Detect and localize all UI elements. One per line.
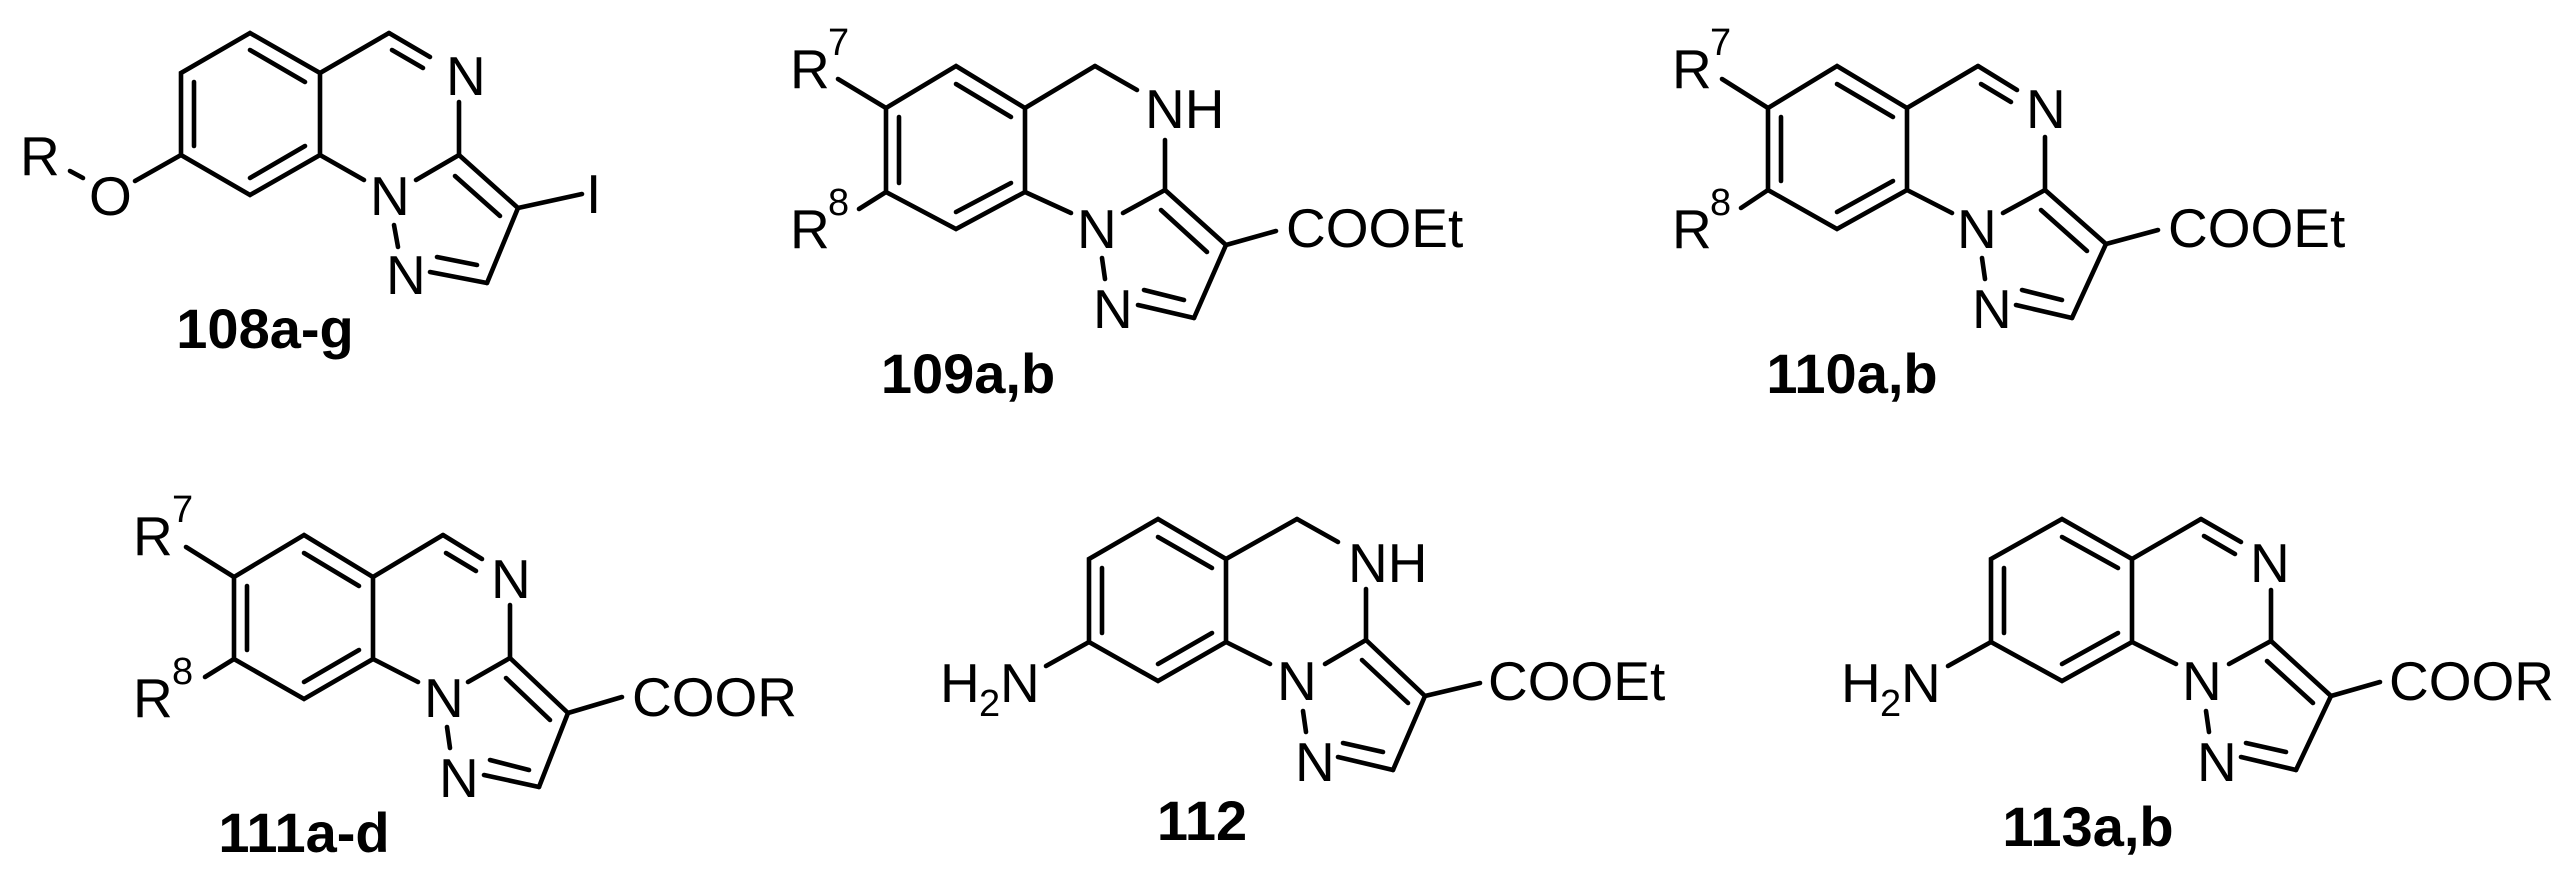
compound-label: 109a,b	[881, 342, 1055, 405]
compound-label: 111a-d	[218, 801, 389, 864]
atom-N1: N	[1277, 650, 1317, 712]
compound-110: R 7 R 8 N N N COOEt 110a,b	[1672, 22, 2345, 405]
atom-N-pyrimidine: N	[491, 548, 531, 610]
atom-N2: N	[1972, 278, 2012, 340]
atom-N1: N	[2182, 650, 2222, 712]
compound-label: 112	[1157, 789, 1247, 852]
atom-N2: N	[386, 244, 426, 306]
atom-R8: R	[1672, 198, 1712, 260]
compound-111: R 7 R 8 N N N COOR 111a-d	[133, 489, 797, 864]
atom-ester: COOEt	[1286, 197, 1463, 259]
atom-ester: COOR	[632, 666, 797, 728]
atom-R: R	[20, 125, 60, 187]
atom-N2: N	[439, 747, 479, 809]
atom-amine-H: H	[1841, 652, 1881, 714]
atom-N-pyrimidine: N	[2250, 532, 2290, 594]
atom-R7-superscript: 7	[828, 22, 849, 64]
atom-ester: COOR	[2389, 650, 2554, 712]
atom-N2: N	[2197, 731, 2237, 793]
atom-N2: N	[1093, 278, 1133, 340]
atom-amine-N: N	[1901, 652, 1941, 714]
atom-N-pyrimidine: N	[2026, 78, 2066, 140]
atom-R7-superscript: 7	[1710, 22, 1731, 64]
atom-R7: R	[790, 38, 830, 100]
atom-R8-superscript: 8	[1710, 182, 1731, 224]
atom-amine-N: N	[1000, 652, 1040, 714]
atom-R7: R	[133, 505, 173, 567]
atom-N1: N	[424, 667, 464, 729]
atom-R8-superscript: 8	[828, 182, 849, 224]
atom-NH: NH	[1348, 532, 1427, 594]
atom-R8: R	[790, 198, 830, 260]
compound-113: H 2 N N N N COOR 113a,b	[1841, 516, 2554, 858]
atom-amine-subscript: 2	[1880, 683, 1901, 725]
atom-N1: N	[1077, 198, 1117, 260]
atom-amine-subscript: 2	[979, 683, 1000, 725]
atom-I: I	[586, 163, 601, 225]
atom-R8: R	[133, 667, 173, 729]
atom-N-pyrimidine: N	[446, 45, 486, 107]
compound-108: R O N N N I 108a-g	[20, 30, 601, 360]
atom-N1: N	[370, 165, 410, 227]
atom-N2: N	[1295, 731, 1335, 793]
compound-label: 108a-g	[176, 297, 353, 360]
atom-R8-superscript: 8	[172, 651, 193, 693]
compound-label: 113a,b	[2002, 795, 2173, 858]
compound-label: 110a,b	[1766, 342, 1937, 405]
atom-amine-H: H	[940, 652, 980, 714]
atom-O: O	[89, 165, 132, 227]
compound-112: H 2 N NH N N COOEt 112	[940, 516, 1665, 852]
atom-R7-superscript: 7	[172, 489, 193, 531]
atom-ester: COOEt	[1488, 650, 1665, 712]
atom-N1: N	[1957, 198, 1997, 260]
atom-ester: COOEt	[2168, 197, 2345, 259]
compound-109: R 7 R 8 NH N N COOEt 109a,b	[790, 22, 1463, 405]
atom-NH: NH	[1145, 78, 1224, 140]
atom-R7: R	[1672, 38, 1712, 100]
